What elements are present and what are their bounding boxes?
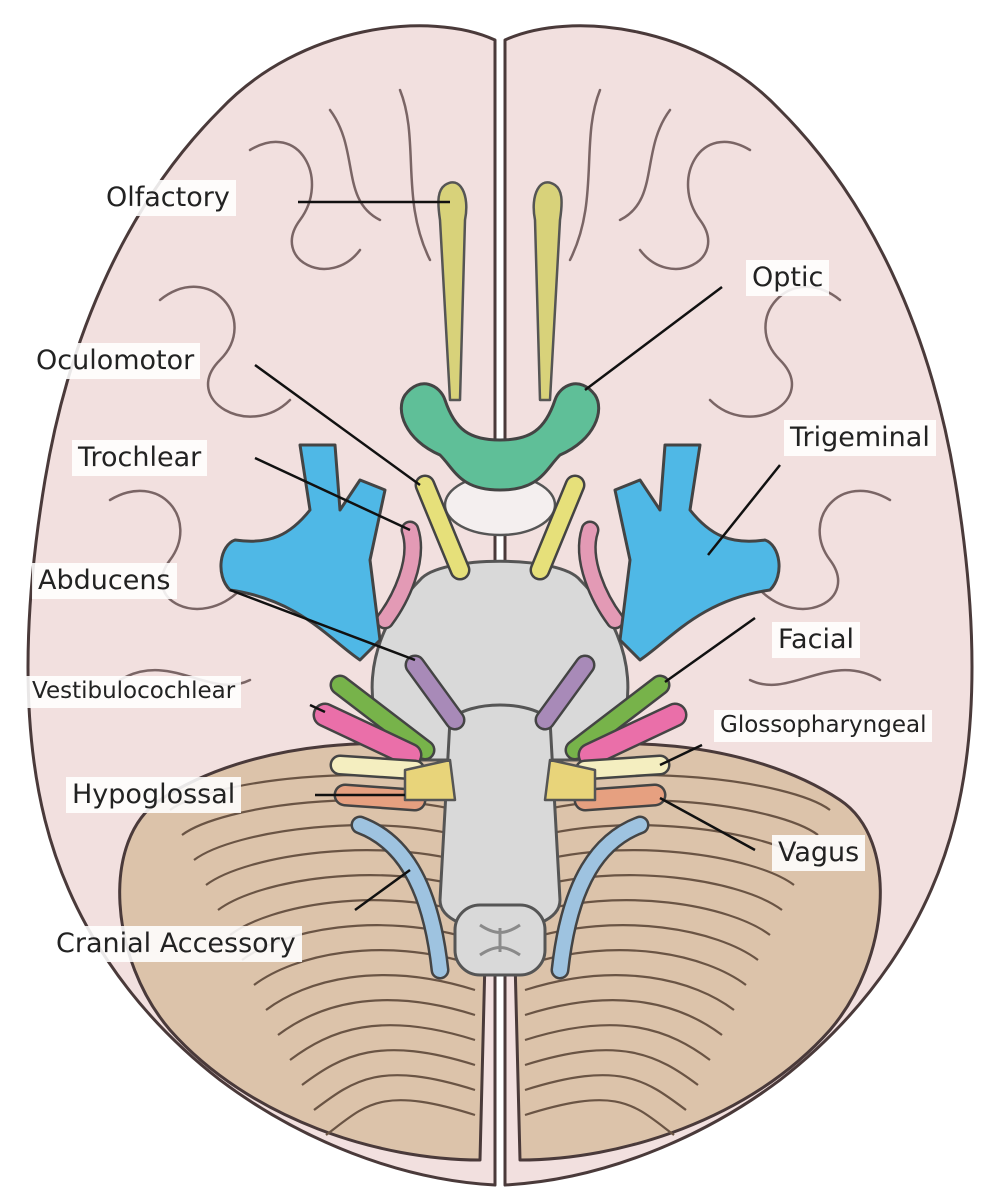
trigeminal-nerve-right <box>613 443 781 662</box>
nerves <box>219 181 781 980</box>
oculomotor-nerve-left <box>417 477 468 578</box>
cerebellar-folium <box>205 849 476 886</box>
label-hypoglossal: Hypoglossal <box>66 777 242 814</box>
cerebellar-folium <box>524 1074 687 1111</box>
vagus-nerve-right <box>576 786 664 809</box>
oculomotor-nerve-right <box>532 477 583 578</box>
leader-trochlear <box>254 456 411 532</box>
cerebellar-folium <box>524 849 795 886</box>
label-abducens: Abducens <box>32 563 177 600</box>
label-vestibulocochlear: Vestibulocochlear <box>26 676 242 708</box>
leader-vestibulocochlear <box>309 703 326 714</box>
facial-nerve-right <box>567 677 668 758</box>
olfactory-tract-right <box>532 181 563 402</box>
cerebellar-folium <box>229 899 476 936</box>
label-olfactory: Olfactory <box>100 180 236 217</box>
cerebellar-folium <box>524 974 735 1011</box>
cerebellar-folium <box>313 1074 476 1111</box>
glossopharyngeal-nerve-right <box>577 757 668 778</box>
leader-vagus <box>659 796 756 852</box>
cerebellar-folium <box>524 1049 699 1086</box>
cerebellar-folium <box>277 999 476 1036</box>
medulla <box>438 703 562 932</box>
leader-lines <box>229 200 781 912</box>
hypoglossal-rootlets-right <box>543 758 597 802</box>
cerebellar-folium <box>524 899 771 936</box>
cerebellar-folium <box>524 1024 711 1061</box>
label-cranial-accessory: Cranial Accessory <box>50 926 302 963</box>
label-optic: Optic <box>746 260 830 297</box>
leader-cranial-accessory <box>354 868 411 912</box>
leader-oculomotor <box>254 363 421 487</box>
label-oculomotor: Oculomotor <box>30 343 201 380</box>
leader-optic <box>584 286 723 391</box>
label-vagus: Vagus <box>772 835 866 872</box>
label-facial: Facial <box>772 622 860 659</box>
cerebellar-folium <box>325 1099 476 1136</box>
cerebellar-folium <box>265 974 476 1011</box>
spinal-cord-butterfly <box>479 923 521 957</box>
glossopharyngeal-nerve-left <box>332 757 423 778</box>
olfactory-tract-left <box>437 181 468 402</box>
abducens-nerve-left <box>407 657 463 728</box>
optic-chiasm <box>399 382 601 492</box>
accessory-nerve-right <box>553 818 647 977</box>
cerebellar-folium <box>301 1049 476 1086</box>
leader-trigeminal <box>707 464 781 556</box>
cerebellar-folium <box>524 999 723 1036</box>
leader-facial <box>664 616 756 684</box>
label-trochlear: Trochlear <box>72 440 208 477</box>
trochlear-nerve-right <box>580 523 622 627</box>
cerebellar-folium <box>289 1024 476 1061</box>
cerebellar-folium <box>193 824 476 861</box>
vestibulocochlear-nerve-left <box>315 705 420 765</box>
hypoglossal-rootlets-left <box>403 758 457 802</box>
accessory-nerve-left <box>353 818 447 977</box>
cerebellar-folium <box>524 1099 675 1136</box>
trochlear-nerve-left <box>378 523 420 627</box>
cerebellar-folium <box>217 874 476 911</box>
label-glossopharyngeal: Glossopharyngeal <box>714 710 933 742</box>
cerebellar-folium <box>524 799 819 836</box>
vestibulocochlear-nerve-right <box>580 705 685 765</box>
cerebellar-folium <box>524 874 783 911</box>
cerebellar-folium <box>181 799 476 836</box>
label-trigeminal: Trigeminal <box>784 420 936 457</box>
facial-nerve-left <box>332 677 433 758</box>
leader-glossopharyngeal <box>659 743 703 767</box>
trigeminal-nerve-left <box>219 443 387 662</box>
leader-abducens <box>229 588 416 662</box>
abducens-nerve-right <box>537 657 593 728</box>
